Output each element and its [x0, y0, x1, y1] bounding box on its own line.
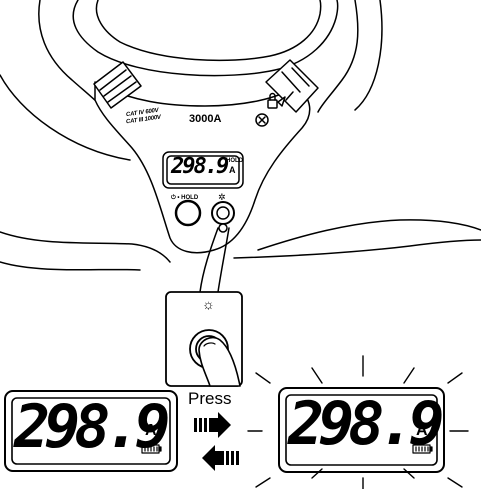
battery-icon-after [412, 444, 433, 454]
backlight-symbol: ✲ [218, 192, 226, 202]
current-rating: 3000A [189, 113, 222, 125]
press-label: Press [188, 389, 232, 408]
battery-icon-before [141, 444, 162, 454]
power-hold-button[interactable] [174, 199, 202, 227]
arrow-right-icon [194, 412, 231, 438]
lcd-before [4, 390, 178, 472]
lock-icon [267, 92, 278, 109]
unlock-knob-icon [255, 113, 269, 127]
arrow-left-icon [202, 445, 239, 471]
glow-rays [247, 355, 469, 489]
meter-lcd [162, 151, 244, 189]
lcd-after-unit: A [416, 422, 428, 439]
meter-lcd-hold: HOLD [226, 158, 243, 164]
power-hold-label: ⏻ • HOLD [171, 195, 199, 201]
zoom-backlight-symbol: ☼ [202, 296, 215, 312]
finger-icon [198, 336, 241, 387]
right-connector [265, 59, 319, 113]
flexible-coil [0, 0, 481, 271]
callout-ring [218, 223, 228, 233]
meter-lcd-reading: 298.9 [171, 154, 229, 179]
lcd-after [278, 387, 445, 473]
lcd-before-unit: A [145, 422, 157, 439]
lcd-before-reading: 298.9 [14, 392, 171, 462]
meter-lcd-unit: A [229, 165, 236, 175]
left-connector [93, 61, 142, 109]
lcd-after-reading: 298.9 [288, 389, 445, 459]
callout-leader [199, 227, 230, 293]
